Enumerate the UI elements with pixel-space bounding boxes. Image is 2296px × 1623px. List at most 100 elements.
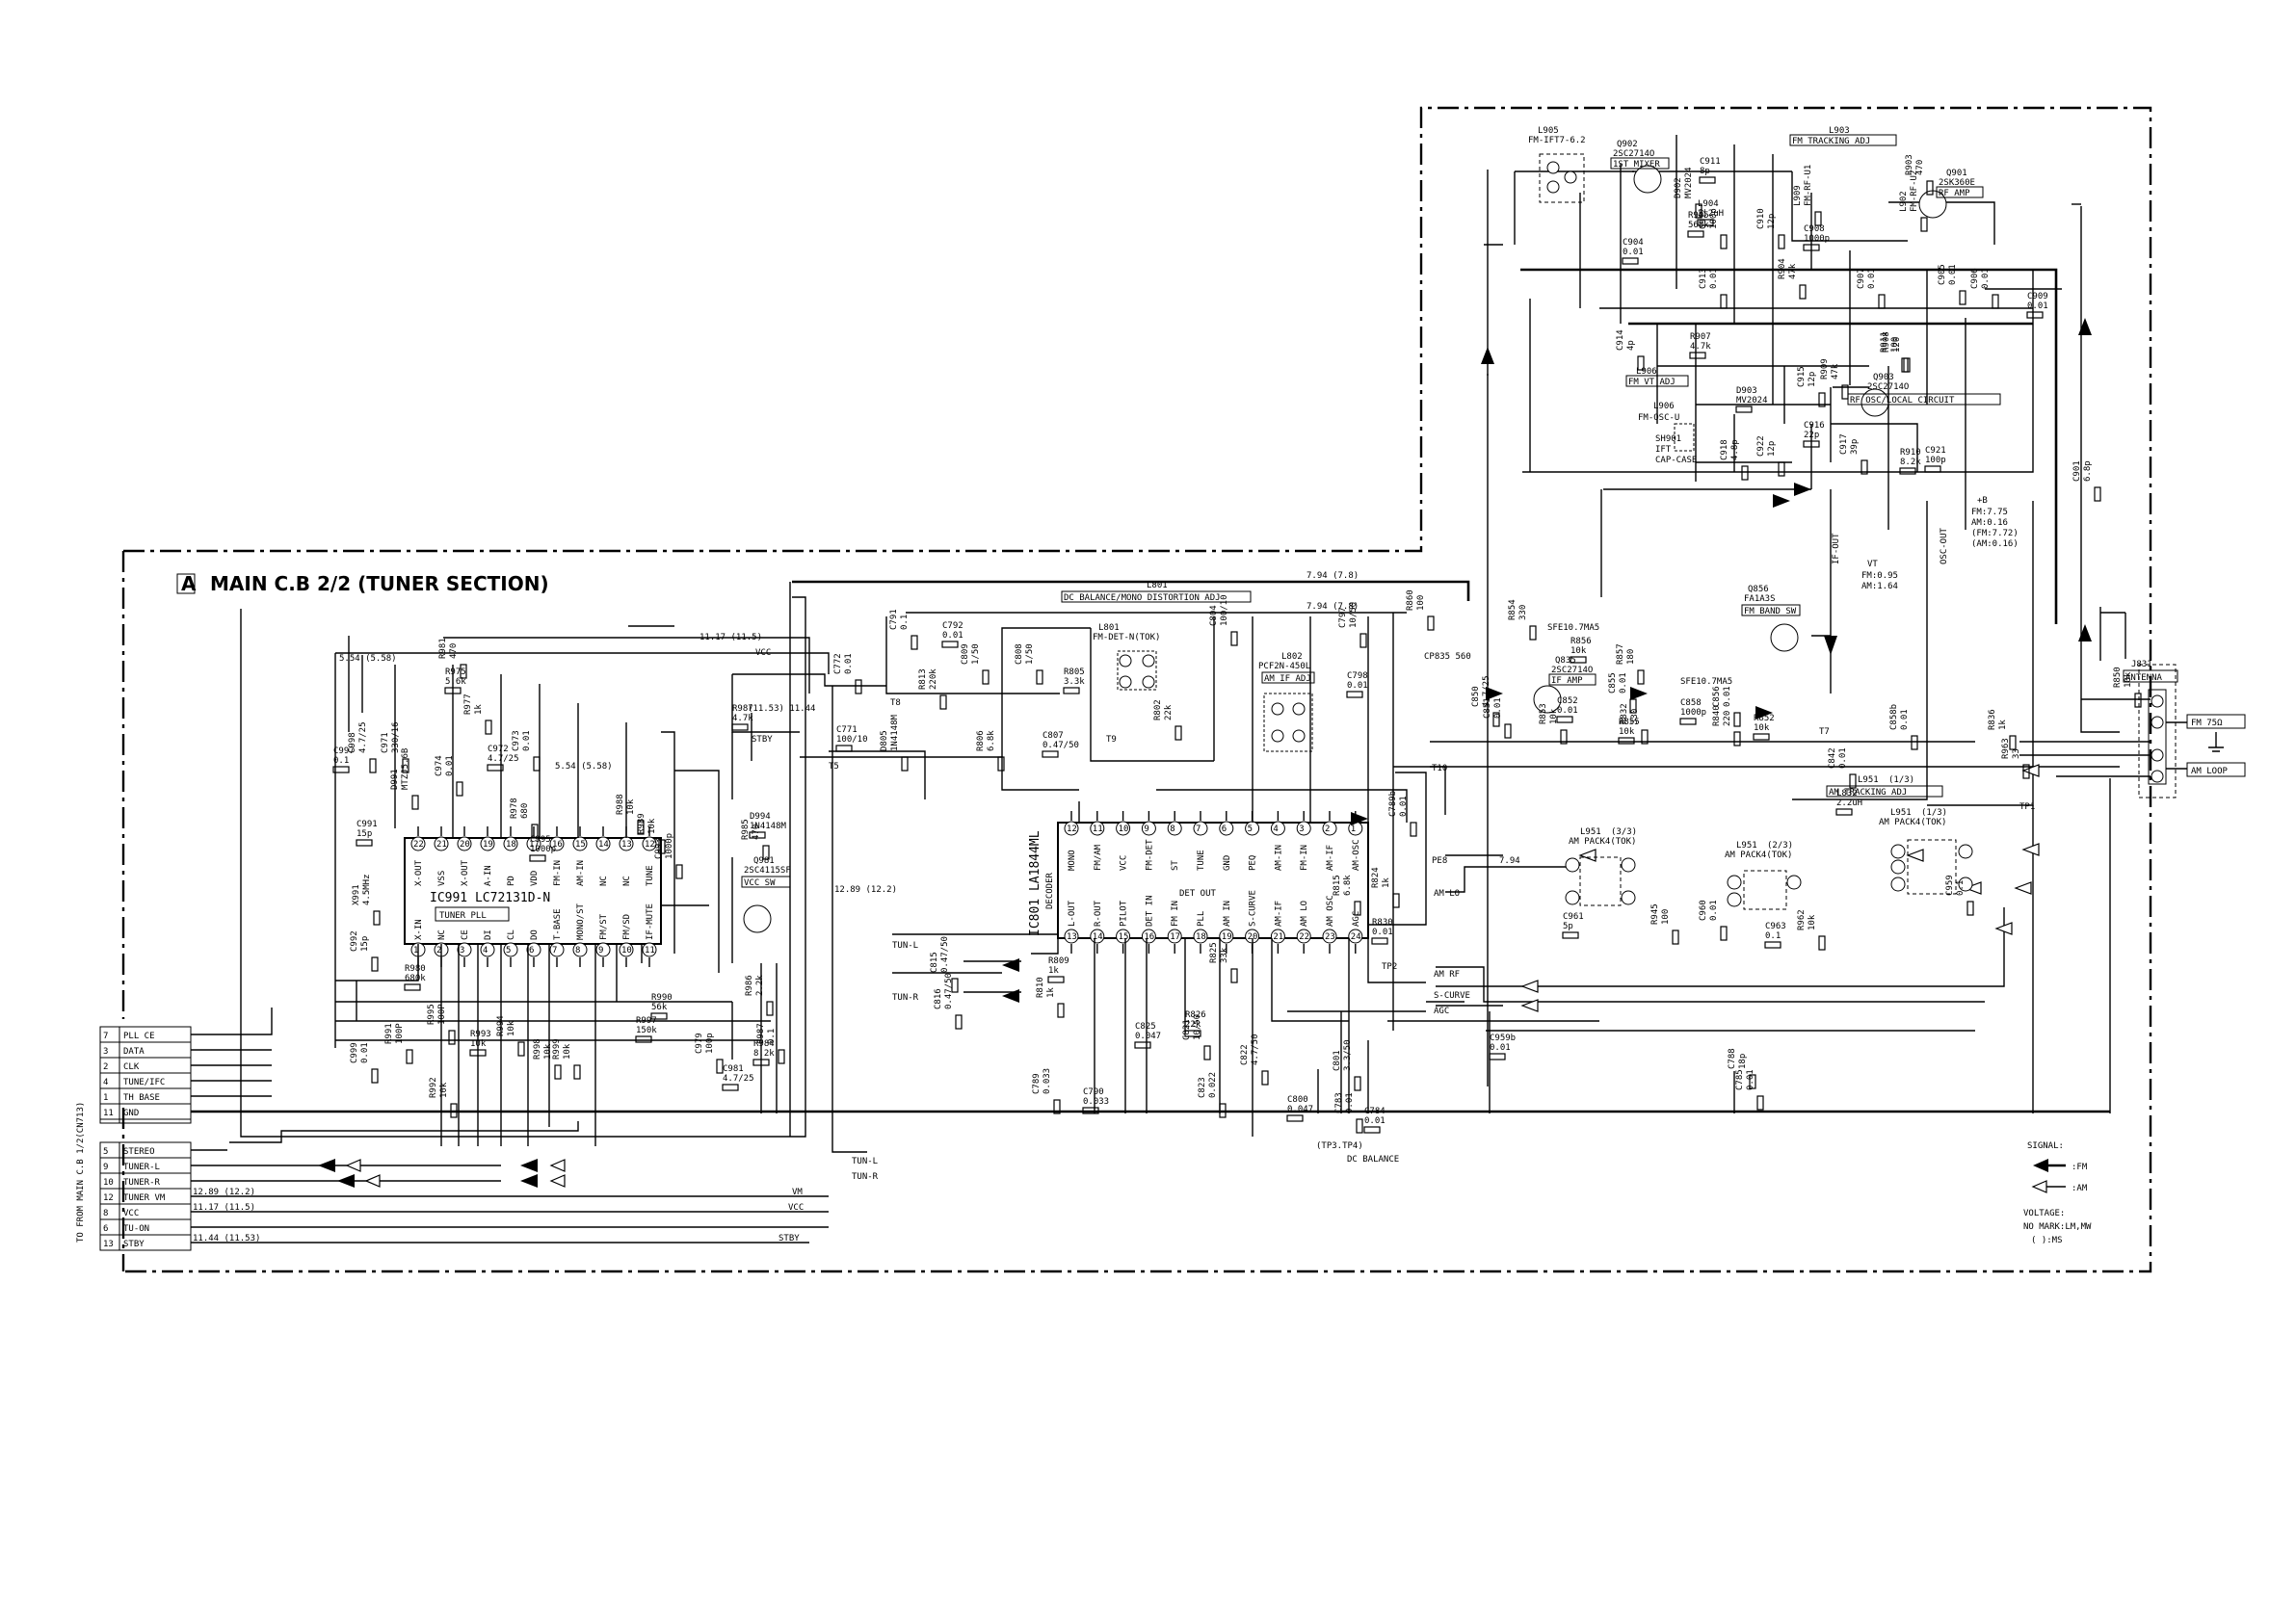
section-label: A [181,572,197,595]
components_left-glyph [456,781,463,797]
components_left-ref: R977 [463,694,473,715]
connector-pin-name: TU-ON [123,1224,149,1234]
connector-pin-num: 3 [103,1047,108,1057]
ic801-bottom-pin [1219,929,1234,944]
components_right-val: 100 [1661,909,1671,925]
ic991-bottom-pin-num: 10 [621,946,632,955]
components_mid-glyph [951,978,959,993]
components_right-glyph [1637,669,1645,685]
section-border-main [123,106,2152,1273]
components_right-ref: C904 [1623,238,1644,248]
components_left-glyph [635,1035,652,1043]
net-am-lo: AM LO [1434,889,1460,899]
components_right-ref: R836 [1988,709,1997,730]
components_right-val: 220 [1723,711,1732,726]
ic991-bottom-pin [595,942,611,957]
components_right-ref: R909 [1820,358,1830,380]
fm-arrow-right-osc [1773,494,1790,508]
q981-symbol: Q981 2SC4115SF VCC SW [741,856,791,933]
components_left-val: 0.01 [360,1042,370,1063]
components_left-glyph [371,956,379,972]
components_right-glyph [1835,808,1853,816]
net-vt: VT [1867,560,1878,569]
components_right-glyph [1492,712,1500,727]
ic991-top-pin-label: TUNE [646,865,655,886]
components_right-glyph [1720,294,1728,309]
ic801-top-pin-num: 8 [1170,825,1174,834]
components_left-glyph [766,1001,774,1016]
svg-text:AM IF ADJ: AM IF ADJ [1264,674,1311,684]
components_right-ref: R854 [1508,599,1517,620]
components_mid-ref: R815 [1333,875,1342,896]
connector-pin-name: PLL CE [123,1032,155,1041]
components_right-val: 33 [2012,748,2021,759]
am-loop-box [2186,762,2246,777]
components_right-val: 1k [1998,720,2008,730]
components_mid-glyph [939,694,947,710]
ic801-top-pin-label: PEQ [1249,855,1258,871]
ic991-bottom-pin-label: T-BASE [553,908,563,940]
components_mid-glyph [1057,1003,1065,1018]
components_mid-glyph [1363,1126,1381,1134]
svg-text:RF AMP: RF AMP [1939,189,1970,198]
ic991-bottom-pin-label: IF-MUTE [646,903,655,940]
ic801-bottom-pin-num: 18 [1196,932,1206,942]
components_mid-val: 0.047 [1287,1105,1313,1114]
svg-text:L951: L951 [1580,827,1601,837]
components_right-val: 5p [1563,922,1573,931]
ic991-top-pin-num: 19 [483,840,493,850]
rail-label-tun-r: TUN-R [852,1172,879,1182]
ic801-bottom-pin-num: 21 [1273,932,1283,942]
legend-fm-text: :FM [2072,1163,2088,1172]
components_right-val: MV2024 [1736,396,1768,406]
antenna-box [2123,669,2178,683]
components_left-ref: R975 [445,668,466,677]
components_right-val: 47k [1788,263,1798,279]
connector-pin-name: STBY [123,1240,145,1249]
components_mid-val: 3.3/50 [1343,1039,1353,1071]
ic801-top-pin-label: AM-IF [1326,845,1335,871]
components_right-val: 4.8p [1730,439,1740,460]
components_mid-ref: R813 [918,668,928,690]
components_mid-val: 100/10 [1220,594,1229,626]
components_left-ref: C991 [356,820,378,829]
components_mid-glyph [1134,1041,1151,1049]
components_right-val: 0.01 [1723,686,1732,707]
voltage-label-a: 7.94 (7.8) [1306,571,1359,581]
components_right-ref: L904 [1698,199,1719,209]
ic991-top-pin-num: 20 [460,840,470,850]
components_right-glyph [1679,718,1697,725]
components_mid-ref: R826 [1185,1010,1206,1020]
components_left-ref: R997 [636,1016,657,1026]
components_mid-ref: R809 [1048,956,1069,966]
j831-ref: J831 [2131,660,2152,669]
ic991-bottom-pin-num: 5 [506,946,511,955]
components_mid-glyph [1346,691,1363,698]
components_left-ref: R999 [552,1038,562,1060]
components_mid-glyph [1036,669,1043,685]
components_left-val: 10k [647,818,657,834]
components_right-glyph [1733,712,1741,727]
components_mid-ref: R806 [976,730,986,751]
tp34-label: (TP3.TP4) [1316,1141,1363,1151]
components_right-val: 18p [1738,1054,1748,1069]
components_left-glyph [762,845,770,860]
components_mid-ref: R810 [1036,977,1045,998]
ic801-top-pin-num: 12 [1067,825,1077,834]
net-am-rf: AM RF [1434,970,1460,980]
components_right-ref: R962 [1797,909,1807,930]
